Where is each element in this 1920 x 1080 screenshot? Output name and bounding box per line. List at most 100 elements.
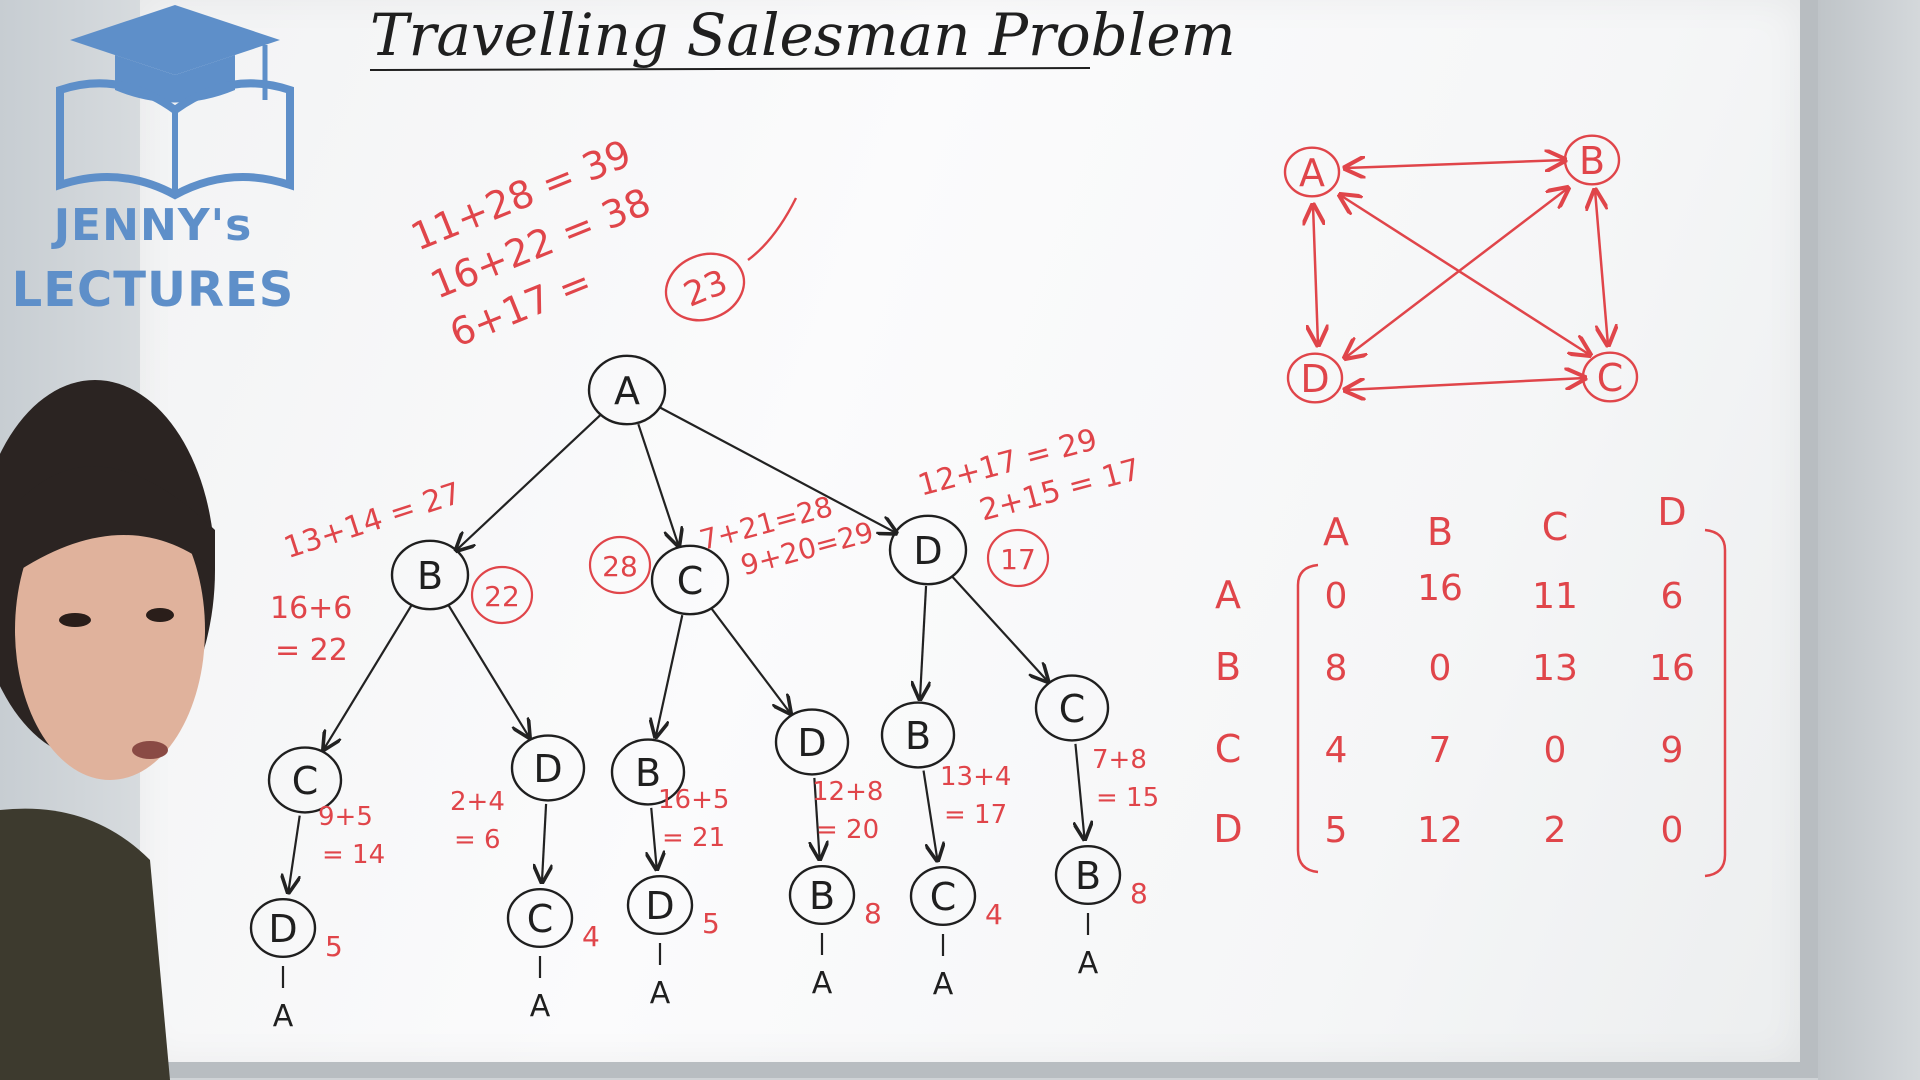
tree-level2-node-label: D — [533, 747, 562, 791]
check-mark — [747, 197, 798, 261]
tree-edge — [1075, 743, 1084, 839]
graph-node-b: B — [1563, 134, 1621, 186]
level1-min-value: 28 — [588, 535, 652, 595]
matrix-row-header: D — [1213, 807, 1242, 851]
tree-edge — [637, 423, 678, 546]
tree-edge — [922, 770, 938, 861]
matrix-row-header: B — [1215, 645, 1241, 689]
matrix-row-header: C — [1215, 727, 1242, 771]
tree-edge — [656, 614, 684, 737]
calc-line: = 21 — [662, 823, 725, 853]
edge-a-b — [1345, 160, 1565, 168]
tree-level2-node-label: C — [1059, 687, 1086, 731]
tree-level3-node: B — [788, 865, 856, 926]
presenter-mouth — [132, 741, 168, 759]
matrix-cell: 0 — [1429, 648, 1452, 689]
tree-level3-node: B — [1054, 845, 1122, 906]
tree-edge — [651, 807, 657, 869]
matrix-cell: 7 — [1429, 730, 1452, 771]
graph-node-d-label: D — [1300, 357, 1329, 401]
logo-title: JENNY's — [53, 200, 253, 251]
matrix-cell: 13 — [1532, 648, 1578, 689]
tree-level1-node: D — [888, 514, 968, 586]
matrix-cell: 16 — [1649, 648, 1695, 689]
tree-edge — [814, 777, 819, 859]
matrix-right-bracket — [1704, 528, 1727, 878]
calc-line: 9+5 — [318, 802, 373, 832]
graph-diagram — [1313, 160, 1608, 390]
edge-d-c — [1345, 378, 1585, 390]
leaf-cost: 8 — [1130, 877, 1148, 910]
edge-a-c — [1340, 195, 1590, 355]
calc-line: = 20 — [816, 815, 879, 845]
calc-line: 16+6 — [270, 591, 352, 626]
tree-level1-node-label: D — [913, 529, 942, 573]
graph-node-c-label: C — [1597, 356, 1624, 400]
tree-edge — [920, 585, 926, 699]
tree-level3-node-label: C — [527, 897, 554, 941]
calc-line: 2+4 — [450, 787, 505, 817]
matrix-cell: 2 — [1544, 810, 1567, 851]
calc-line: = 14 — [322, 840, 385, 870]
matrix-cell: 6 — [1661, 576, 1684, 617]
return-node-label: A — [933, 967, 954, 1002]
return-node-label: A — [273, 999, 294, 1034]
tree-level2-node-label: B — [635, 751, 661, 795]
root-min-value: 23 — [664, 252, 746, 322]
tree-level3-node: C — [506, 888, 574, 949]
tree-level2-node: C — [267, 746, 343, 814]
tree-root-node-label: A — [614, 369, 640, 413]
matrix-cell: 16 — [1417, 568, 1463, 609]
presenter-eye-left — [59, 613, 91, 627]
tree-level1-node-label: C — [677, 559, 704, 603]
tree-edge — [447, 605, 529, 738]
matrix-cell: 8 — [1325, 648, 1348, 689]
tree-level1-node: B — [390, 539, 470, 611]
leaf-cost: 4 — [985, 898, 1003, 931]
graph-nodes: A B C D — [1283, 134, 1639, 404]
level1-min-value: 17 — [986, 528, 1050, 588]
level1-min-label: 17 — [1000, 543, 1036, 576]
matrix-col-header: D — [1657, 490, 1686, 534]
graph-node-a: A — [1283, 146, 1341, 198]
leaf-cost: 5 — [702, 907, 720, 940]
graduation-cap-book-icon — [56, 5, 294, 200]
calc-line: = 15 — [1096, 783, 1159, 813]
tree-edges — [283, 405, 1088, 988]
root-min-label: 23 — [678, 262, 733, 315]
presenter-person — [0, 380, 215, 1080]
matrix-col-header: A — [1323, 510, 1349, 554]
tree-level3-node-label: D — [268, 907, 297, 951]
calc-line: 16+5 — [658, 785, 729, 815]
calc-line: = 17 — [944, 800, 1007, 830]
return-node-label: A — [1078, 946, 1099, 981]
tree-level2-node-label: C — [292, 759, 319, 803]
calc-line: 7+8 — [1092, 745, 1147, 775]
return-node-label: A — [530, 989, 551, 1024]
calc-line: = 22 — [275, 633, 348, 668]
tree-level2-node: B — [880, 701, 956, 769]
tree-edge — [456, 413, 602, 551]
matrix-cell: 0 — [1544, 730, 1567, 771]
tree-level2-node: C — [1034, 674, 1110, 742]
leaf-cost: 5 — [325, 930, 343, 963]
tree-level3-node: D — [249, 898, 317, 959]
graph-node-d: D — [1286, 352, 1344, 404]
tree-level3-node: C — [909, 866, 977, 927]
whiteboard-frame — [1818, 0, 1920, 1080]
tree-level3-node-label: C — [930, 875, 957, 919]
graph-node-b-label: B — [1579, 139, 1605, 183]
whiteboard — [140, 0, 1818, 1078]
edge-b-c — [1595, 190, 1608, 345]
calc-line: 13+14 = 27 — [280, 476, 466, 566]
tree-level3-node-label: B — [809, 874, 835, 918]
level1-min-value: 22 — [470, 565, 534, 625]
matrix-col-header: B — [1427, 510, 1453, 554]
matrix-row-header: A — [1215, 573, 1241, 617]
calc-line: 13+4 — [940, 762, 1011, 792]
